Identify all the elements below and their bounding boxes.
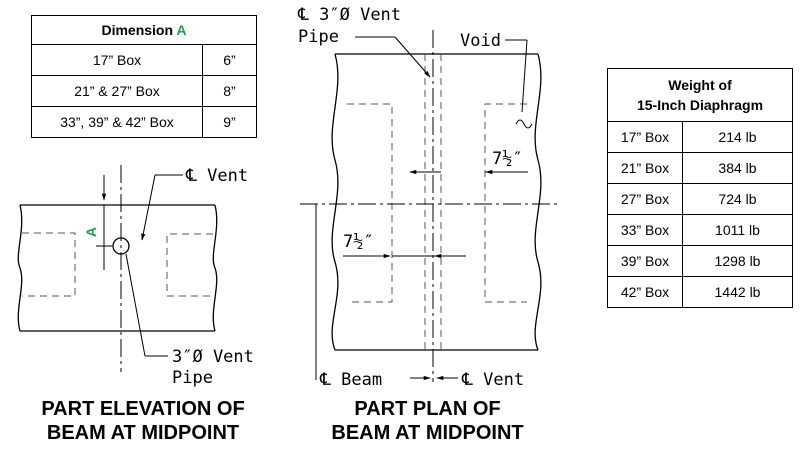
dimension-cell: 6” [202,44,257,76]
weight-table-title: Weight of 15-Inch Diaphragm [607,68,793,122]
weight-cell: 724 lb [682,183,793,215]
right-void-hidden-line [166,233,213,297]
dim-left-label: 7½″ [343,232,374,252]
table-row: 17” Box 6” [31,44,257,76]
weight-title-line1: Weight of [668,77,732,93]
dimension-cell: 8” [202,75,257,107]
dimension-title-letter: A [176,22,187,38]
plan-cl-vent-label: ℄ Vent [461,370,524,390]
vent-pipe-label-line2: Pipe [172,368,213,388]
weight-table-header: Weight of 15-Inch Diaphragm [607,68,793,122]
vent-pipe-leader [394,36,431,78]
left-void-hidden-line [22,232,76,297]
vent-pipe-leader [125,253,146,357]
box-cell: 42” Box [607,276,683,308]
cl-vent-leader [141,174,156,241]
weight-title-line2: 15-Inch Diaphragm [636,97,764,113]
cl-vent-pipe-label-line1: ℄ 3″Ø Vent [297,5,401,25]
dimension-title-text: Dimension [101,22,174,38]
dim-a-label: A [83,227,99,237]
weight-cell: 384 lb [682,152,793,184]
box-cell: 39” Box [607,245,683,277]
part-plan: ℄ 3″Ø Vent Pipe Void 7½″ 7½″ ℄ Beam ℄ Ve… [297,5,560,390]
dimension-cell: 9” [202,106,257,138]
left-break-line [17,204,23,332]
plan-left-void [347,103,393,303]
plan-right-break-line [534,53,542,351]
cl-vent-label: ℄ Vent [185,166,248,186]
dim-right-label: 7½″ [492,149,523,169]
cl-beam-label: ℄ Beam [319,370,382,390]
plan-caption: PART PLAN OF BEAM AT MIDPOINT [315,397,540,445]
weight-cell: 214 lb [682,121,793,153]
plan-caption-line1: PART PLAN OF [354,398,501,420]
vent-pipe-circle [112,237,130,255]
elevation-caption: PART ELEVATION OF BEAM AT MIDPOINT [18,397,268,445]
box-cell: 21” Box [607,152,683,184]
plan-right-void [484,103,527,303]
weight-cell: 1298 lb [682,245,793,277]
box-cell: 33”, 39” & 42” Box [31,106,203,138]
box-cell: 33” Box [607,214,683,246]
plan-caption-line2: BEAM AT MIDPOINT [331,422,524,444]
right-break-line [212,204,218,332]
weight-cell: 1011 lb [682,214,793,246]
dimension-table-header: Dimension A [31,15,257,45]
void-leader [515,39,533,129]
table-row: 33”, 39” & 42” Box 9” [31,106,257,138]
weight-cell: 1442 lb [682,276,793,308]
box-cell: 17” Box [31,44,203,76]
elevation-caption-line2: BEAM AT MIDPOINT [46,422,240,444]
table-row: 21” & 27” Box 8” [31,75,257,107]
dimension-table: Dimension A 17” Box 6” 21” & 27” Box 8” … [31,15,257,138]
box-cell: 21” & 27” Box [31,75,203,107]
plan-left-break-line [331,53,339,351]
dimension-table-title: Dimension A [31,15,257,45]
void-label: Void [460,31,501,51]
vent-pipe-label-line1: 3″Ø Vent [172,347,254,367]
elevation-caption-line1: PART ELEVATION OF [41,398,245,420]
cl-vent-pipe-label-line2: Pipe [298,27,339,47]
part-elevation: A ℄ Vent 3″Ø Vent Pipe [17,165,254,388]
